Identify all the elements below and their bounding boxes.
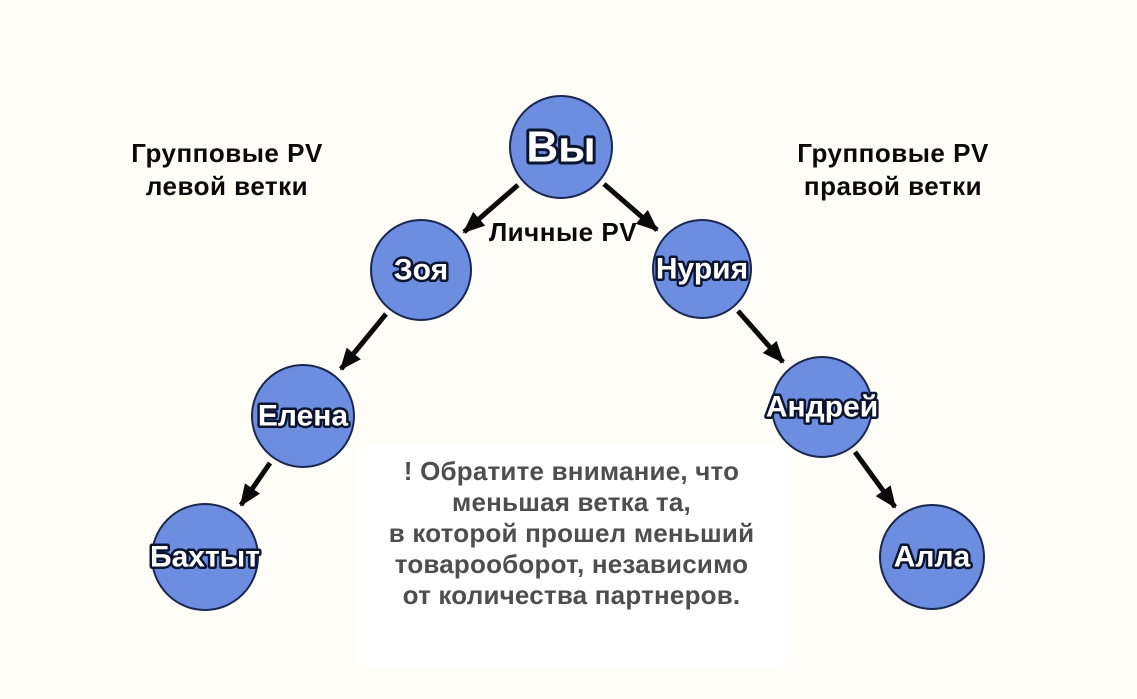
node-you-label: Вы <box>526 123 595 172</box>
arrow-zoya-to-elena <box>339 312 388 371</box>
node-andrey: Андрей <box>763 356 881 458</box>
node-alla: Алла <box>879 504 985 610</box>
node-alla-circle <box>879 504 985 610</box>
node-zoya: Зоя <box>370 219 472 321</box>
node-zoya-circle <box>370 219 472 321</box>
node-andrey-circle <box>771 356 873 458</box>
node-you: Вы <box>509 95 613 199</box>
note-line-3: в которой прошел меньший <box>388 518 755 548</box>
left-branch-group-pv-line1: Групповые PV <box>131 138 323 168</box>
arrow-you-to-nuria <box>602 182 659 232</box>
note-text: ! Обратите внимание, что меньшая ветка т… <box>355 456 788 611</box>
note-line-4: товарооборот, независимо <box>394 549 749 579</box>
personal-pv-label: Личные PV <box>488 217 638 247</box>
arrow-elena-to-bakhtyt <box>238 461 273 507</box>
tree-arrows <box>238 182 898 509</box>
node-elena-label: Елена <box>258 400 348 433</box>
node-you-circle <box>509 95 613 199</box>
arrow-andrey-to-alla <box>852 450 898 509</box>
node-elena: Елена <box>251 364 355 468</box>
node-nuria-label: Нурия <box>656 253 748 286</box>
node-andrey-label: Андрей <box>766 391 878 424</box>
right-branch-group-pv-label: Групповые PV правой ветки <box>738 137 1048 203</box>
node-nuria: Нурия <box>652 219 752 319</box>
note-panel: ! Обратите внимание, что меньшая ветка т… <box>355 444 788 668</box>
left-branch-group-pv-label: Групповые PV левой ветки <box>72 137 382 203</box>
node-nuria-circle <box>652 219 752 319</box>
note-line-2: меньшая ветка та, <box>452 487 691 517</box>
node-bakhtyt-circle <box>151 503 259 611</box>
node-bakhtyt-label: Бахтыт <box>150 541 260 574</box>
left-branch-group-pv-line2: левой ветки <box>145 171 309 201</box>
node-bakhtyt: Бахтыт <box>148 503 262 611</box>
right-branch-group-pv-line1: Групповые PV <box>797 138 989 168</box>
arrow-you-to-zoya <box>462 183 520 234</box>
node-alla-label: Алла <box>894 541 971 574</box>
node-zoya-label: Зоя <box>394 254 448 287</box>
node-elena-circle <box>251 364 355 468</box>
arrow-nuria-to-andrey <box>736 309 785 364</box>
right-branch-group-pv-line2: правой ветки <box>803 171 983 201</box>
note-line-1: ! Обратите внимание, что <box>403 456 740 486</box>
note-line-5: от количества партнеров. <box>402 580 741 610</box>
